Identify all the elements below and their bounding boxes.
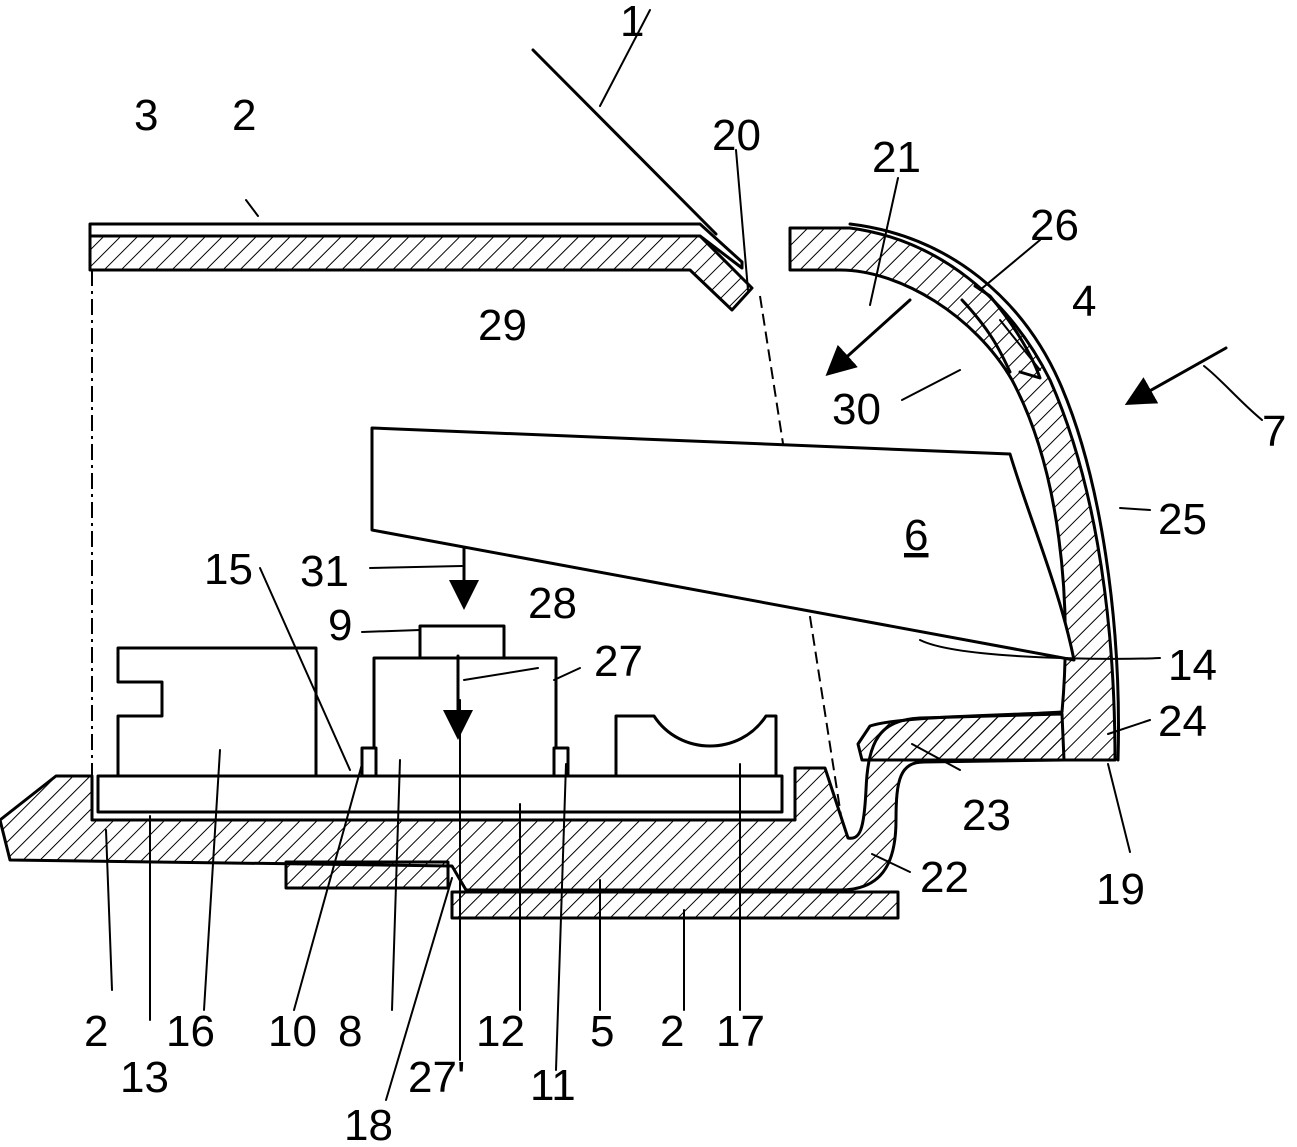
label-22: 22 xyxy=(920,853,969,902)
label-25: 25 xyxy=(1158,495,1207,544)
label-10: 10 xyxy=(268,1007,317,1056)
label-18: 18 xyxy=(344,1101,393,1147)
label-8: 8 xyxy=(338,1007,362,1056)
label-14: 14 xyxy=(1168,641,1217,690)
label-12: 12 xyxy=(476,1007,525,1056)
label-6: 6 xyxy=(904,511,928,560)
component-8 xyxy=(362,626,568,776)
label-3: 3 xyxy=(134,91,158,140)
arrow-7 xyxy=(1130,348,1226,402)
label-21: 21 xyxy=(872,133,921,182)
label-7: 7 xyxy=(1262,407,1286,456)
label-13: 13 xyxy=(120,1053,169,1102)
label-2-top: 2 xyxy=(232,91,256,140)
label-29: 29 xyxy=(478,301,527,350)
label-2-left: 2 xyxy=(84,1007,108,1056)
label-26: 26 xyxy=(1030,201,1079,250)
label-4: 4 xyxy=(1072,277,1096,326)
label-23: 23 xyxy=(962,791,1011,840)
circuit-board xyxy=(98,776,782,812)
label-11: 11 xyxy=(530,1061,576,1110)
label-24: 24 xyxy=(1158,697,1207,746)
label-15: 15 xyxy=(204,545,253,594)
label-28: 28 xyxy=(528,579,577,628)
label-30: 30 xyxy=(832,385,881,434)
label-1: 1 xyxy=(620,0,644,46)
component-17 xyxy=(616,716,776,776)
label-2-mid: 2 xyxy=(660,1007,684,1056)
arrow-21 xyxy=(830,300,910,372)
label-19: 19 xyxy=(1096,865,1145,914)
label-5: 5 xyxy=(590,1007,614,1056)
label-16: 16 xyxy=(166,1007,215,1056)
label-31: 31 xyxy=(300,547,349,596)
label-27: 27 xyxy=(594,637,643,686)
label-9: 9 xyxy=(328,601,352,650)
label-17: 17 xyxy=(716,1007,765,1056)
top-housing-wall xyxy=(90,224,752,310)
reference-line-1 xyxy=(533,50,716,234)
label-27-prime: 27' xyxy=(408,1053,465,1102)
label-20: 20 xyxy=(712,111,761,160)
component-16 xyxy=(118,648,316,776)
